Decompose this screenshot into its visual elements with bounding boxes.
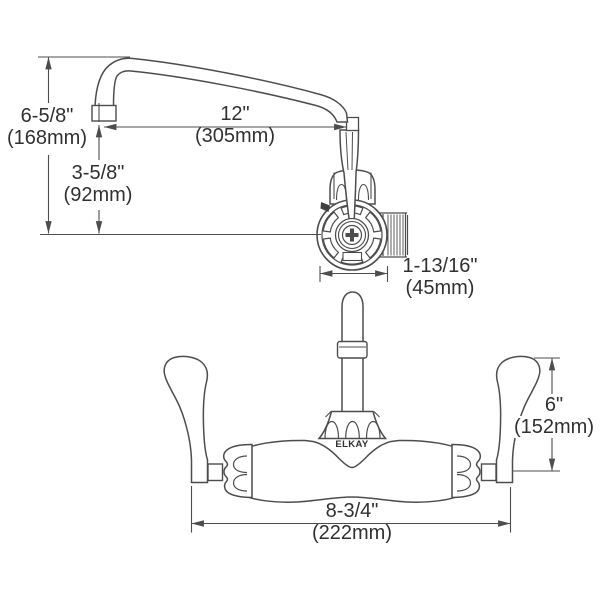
flange-index-mark bbox=[320, 202, 330, 212]
flange-bottom-slot bbox=[342, 251, 363, 262]
spout-reach-label: 12" (305mm) bbox=[188, 103, 282, 147]
dim-spout-height bbox=[38, 56, 130, 234]
body-depth-inches: 1-13/16" bbox=[402, 255, 478, 277]
dim-handle-span bbox=[190, 486, 512, 533]
handle-span-label: 8-3/4" (222mm) bbox=[305, 500, 399, 544]
left-handle-connector bbox=[207, 463, 224, 482]
handle-height-metric: (152mm) bbox=[511, 416, 596, 438]
body-depth-label: 1-13/16" (45mm) bbox=[392, 255, 488, 299]
handle-screw bbox=[334, 217, 370, 262]
spout-outlet-height-inches: 3-5/8" bbox=[69, 162, 127, 184]
spout bbox=[94, 57, 349, 123]
spout-outlet-height-metric: (92mm) bbox=[61, 184, 135, 206]
spout-aerator bbox=[91, 104, 117, 122]
handle-height-label: 6" (152mm) bbox=[507, 394, 600, 438]
spout-height-label: 6-5/8" (168mm) bbox=[0, 105, 94, 149]
handle-span-metric: (222mm) bbox=[311, 522, 392, 544]
brand-logo-text: ELKAY bbox=[335, 439, 369, 450]
bonnet-arches-front bbox=[324, 420, 381, 439]
side-view bbox=[91, 57, 409, 271]
front-view bbox=[163, 291, 541, 503]
right-handle-connector bbox=[480, 463, 497, 482]
riser-collar bbox=[336, 340, 368, 359]
right-valve-cap bbox=[451, 443, 482, 499]
dim-body-depth bbox=[319, 266, 389, 282]
spout-swivel-joint bbox=[345, 116, 360, 132]
body-depth-metric: (45mm) bbox=[405, 277, 475, 299]
spout-height-inches: 6-5/8" bbox=[18, 105, 76, 127]
spout-reach-metric: (305mm) bbox=[194, 125, 275, 147]
phillips-screw-icon bbox=[345, 228, 359, 242]
bonnet-front bbox=[317, 410, 388, 440]
flange-slots bbox=[322, 205, 382, 265]
spout-height-metric: (168mm) bbox=[4, 127, 89, 149]
faucet-body bbox=[241, 439, 463, 503]
dimension-lines bbox=[38, 56, 560, 533]
spout-outlet-height-label: 3-5/8" (92mm) bbox=[51, 162, 145, 206]
bonnet-arches-side bbox=[335, 183, 370, 201]
handle-span-inches: 8-3/4" bbox=[325, 500, 379, 522]
spout-reach-inches: 12" bbox=[220, 103, 250, 125]
left-handle bbox=[163, 355, 209, 484]
left-valve-cap bbox=[222, 443, 253, 499]
handle-height-inches: 6" bbox=[542, 394, 566, 416]
